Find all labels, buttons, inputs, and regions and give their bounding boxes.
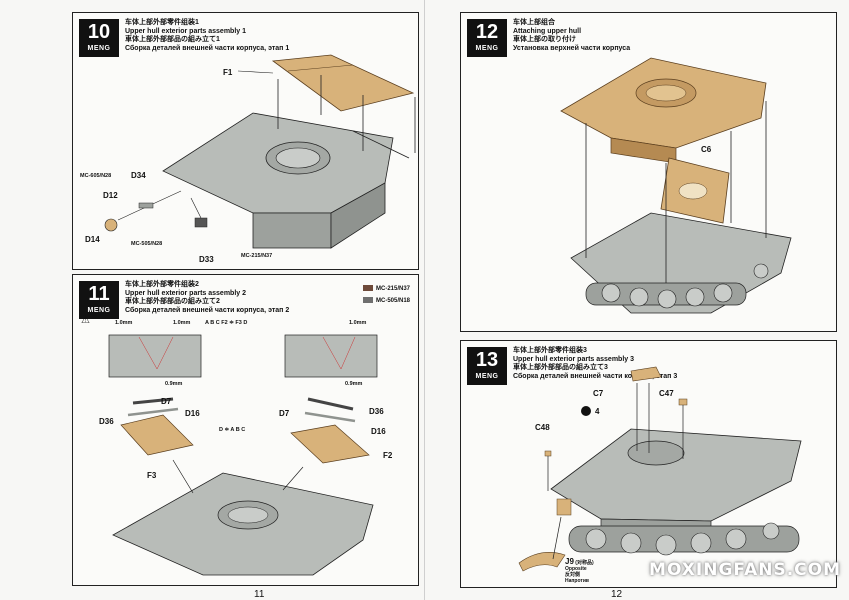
brand-logo: MENG xyxy=(475,373,499,380)
brand-logo: MENG xyxy=(87,45,111,52)
brand-logo: MENG xyxy=(87,307,111,314)
title-ru: Сборка деталей внешней части корпуса, эт… xyxy=(513,372,678,380)
step-10-header: 车体上部外部零件组装1 Upper hull exterior parts as… xyxy=(125,19,289,53)
step-13-header: 车体上部外部零件组装3 Upper hull exterior parts as… xyxy=(513,347,677,381)
sequence-a: A B C F2 ≑ F3 D xyxy=(205,320,248,326)
title-jp: 車体上部外部部品の組み立て3 xyxy=(513,364,608,371)
step-12-header: 车体上部组合 Attaching upper hull 車体上部の取り付け Ус… xyxy=(513,19,630,53)
title-jp: 車体上部外部部品の組み立て1 xyxy=(125,36,220,43)
label-f3: F3 xyxy=(147,471,157,480)
title-en: Attaching upper hull xyxy=(513,27,582,35)
label-j9-group: J9 (对称品) Opposite 反対側 Напротив xyxy=(565,557,594,584)
title-cn: 车体上部外部零件组装1 xyxy=(125,19,199,26)
step-number: 11 xyxy=(88,283,110,305)
title-cn: 车体上部外部零件组装2 xyxy=(125,281,199,288)
paint-legend: MC-215/N37 MC-505/N18 xyxy=(363,283,410,307)
title-ru: Сборка деталей внешней части корпуса, эт… xyxy=(125,44,290,52)
drill-09mm-b: 0.9mm xyxy=(345,381,363,387)
legend-item: MC-215/N37 xyxy=(363,283,410,295)
label-c48: C48 xyxy=(535,423,550,432)
step-10-illustration xyxy=(104,54,416,249)
title-jp: 車体上部外部部品の組み立て2 xyxy=(125,298,220,305)
label-j9: J9 xyxy=(565,557,574,566)
label-mc505: MC-505/N28 xyxy=(131,241,163,247)
step-12-panel: 12 MENG 车体上部组合 Attaching upper hull 車体上部… xyxy=(460,12,837,332)
watermark: MOXINGFANS.COM xyxy=(649,560,841,580)
drill-09mm-a: 0.9mm xyxy=(165,381,183,387)
step-13-illustration xyxy=(518,366,802,572)
legend-item: MC-505/N18 xyxy=(363,295,410,307)
step-number: 10 xyxy=(87,21,111,43)
label-w4: 4 xyxy=(595,407,600,416)
step-12-illustration xyxy=(560,57,792,314)
step-11-badge: 11 MENG xyxy=(79,281,119,319)
title-en: Upper hull exterior parts assembly 1 xyxy=(125,27,246,35)
page-number-left: 11 xyxy=(254,589,265,600)
page-number-right: 12 xyxy=(611,589,623,600)
j9-en: Opposite xyxy=(565,566,587,572)
label-f2: F2 xyxy=(383,451,393,460)
label-d14: D14 xyxy=(85,235,100,244)
label-d36a: D36 xyxy=(99,417,114,426)
label-d7b: D7 xyxy=(279,409,290,418)
label-d16b: D16 xyxy=(371,427,386,436)
label-d16a: D16 xyxy=(185,409,200,418)
right-page: 12 MENG 车体上部组合 Attaching upper hull 車体上部… xyxy=(425,0,849,600)
step-10-panel: 10 MENG 车体上部外部零件组装1 Upper hull exterior … xyxy=(72,12,419,270)
title-ru: Сборка деталей внешней части корпуса, эт… xyxy=(125,306,290,314)
label-mc215: MC-215/N37 xyxy=(241,253,273,259)
label-c47: C47 xyxy=(659,389,674,398)
step-13-badge: 13 MENG xyxy=(467,347,507,385)
label-c6: C6 xyxy=(701,145,712,154)
step-number: 13 xyxy=(475,349,499,371)
label-d7a: D7 xyxy=(161,397,172,406)
label-d34: D34 xyxy=(131,171,146,180)
label-f1: F1 xyxy=(223,68,233,77)
step-12-badge: 12 MENG xyxy=(467,19,507,57)
drill-1mm-a: 1.0mm xyxy=(115,320,133,326)
step-11-illustration xyxy=(108,334,378,576)
label-d33: D33 xyxy=(199,255,214,264)
step-number: 12 xyxy=(475,21,499,43)
title-ru: Установка верхней части корпуса xyxy=(513,44,631,52)
title-en: Upper hull exterior parts assembly 2 xyxy=(125,289,246,297)
label-d12: D12 xyxy=(103,191,118,200)
drill-1mm-b: 1.0mm xyxy=(173,320,191,326)
j9-ru: Напротив xyxy=(565,578,589,584)
drill-1mm-c: 1.0mm xyxy=(349,320,367,326)
left-page: 10 MENG 车体上部外部零件组装1 Upper hull exterior … xyxy=(0,0,425,600)
step-11-panel: 11 MENG 车体上部外部零件组装2 Upper hull exterior … xyxy=(72,274,419,586)
warning-icon: ⚠ xyxy=(81,315,90,326)
step-10-badge: 10 MENG xyxy=(79,19,119,57)
label-d36b: D36 xyxy=(369,407,384,416)
title-jp: 車体上部の取り付け xyxy=(513,36,576,43)
step-13-panel: 13 MENG 车体上部外部零件组装3 Upper hull exterior … xyxy=(460,340,837,588)
j9-cn: (对称品) xyxy=(575,560,594,566)
label-mc605: MC-605/N28 xyxy=(80,173,112,179)
sequence-b: D ≑ A B C xyxy=(219,427,246,433)
step-11-header: 车体上部外部零件组装2 Upper hull exterior parts as… xyxy=(125,281,289,315)
brand-logo: MENG xyxy=(475,45,499,52)
title-cn: 车体上部外部零件组装3 xyxy=(513,347,587,354)
title-cn: 车体上部组合 xyxy=(513,19,555,26)
label-c7: C7 xyxy=(593,389,604,398)
j9-jp: 反対側 xyxy=(565,572,581,578)
title-en: Upper hull exterior parts assembly 3 xyxy=(513,355,634,363)
